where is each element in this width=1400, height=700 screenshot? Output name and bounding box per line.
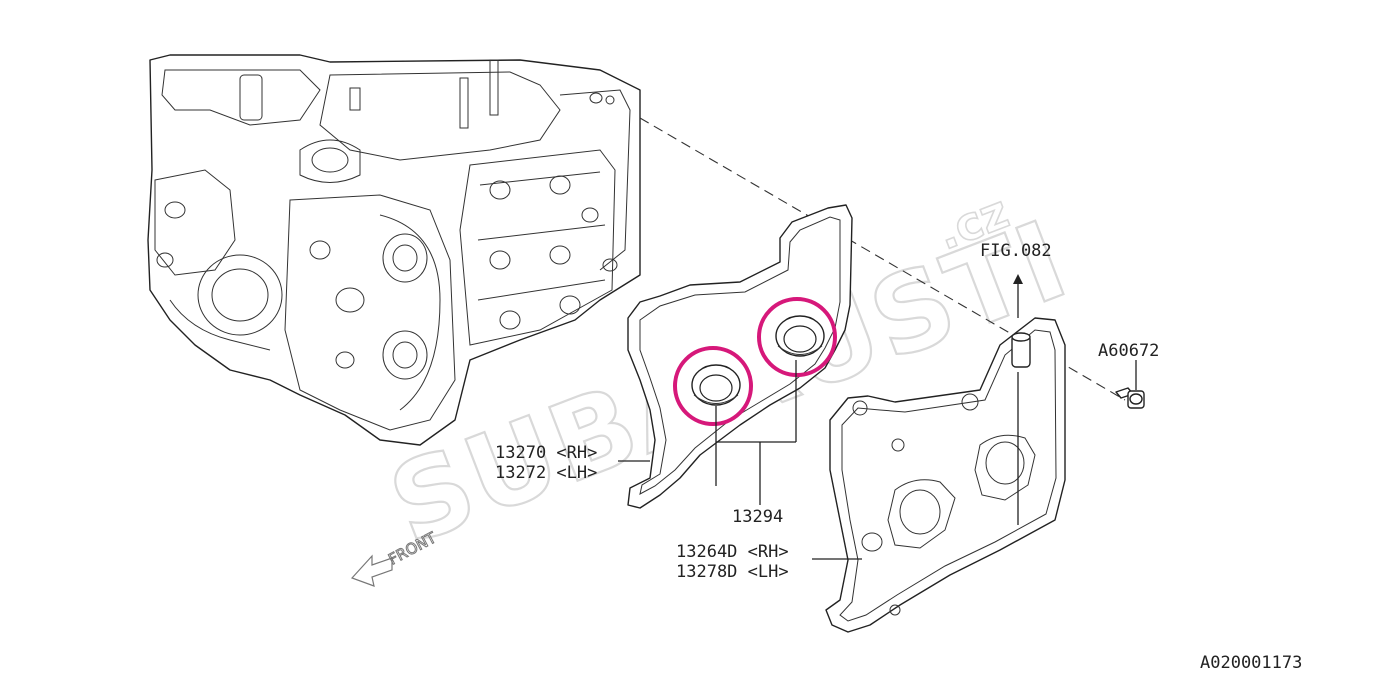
plug-seal-right [775,315,825,357]
rocker-cover [825,317,1066,633]
label-fig-082: FIG.082 [980,241,1052,261]
leader-lines [618,274,1137,560]
label-plug-seal: 13294 [732,507,783,527]
label-diagram-id: A020001173 [1200,653,1302,673]
label-cover-rh: 13264D <RH> [676,542,789,562]
highlight-circle-right [757,297,837,377]
label-gasket-lh: 13272 <LH> [495,463,597,483]
label-cover-lh: 13278D <LH> [676,562,789,582]
plug-seal-left [691,364,741,406]
highlight-circle-left [673,346,753,426]
label-bolt-a60672: A60672 [1098,341,1159,361]
label-gasket-rh: 13270 <RH> [495,443,597,463]
bolt-part [1115,387,1145,409]
engine-head-assembly [147,54,641,446]
